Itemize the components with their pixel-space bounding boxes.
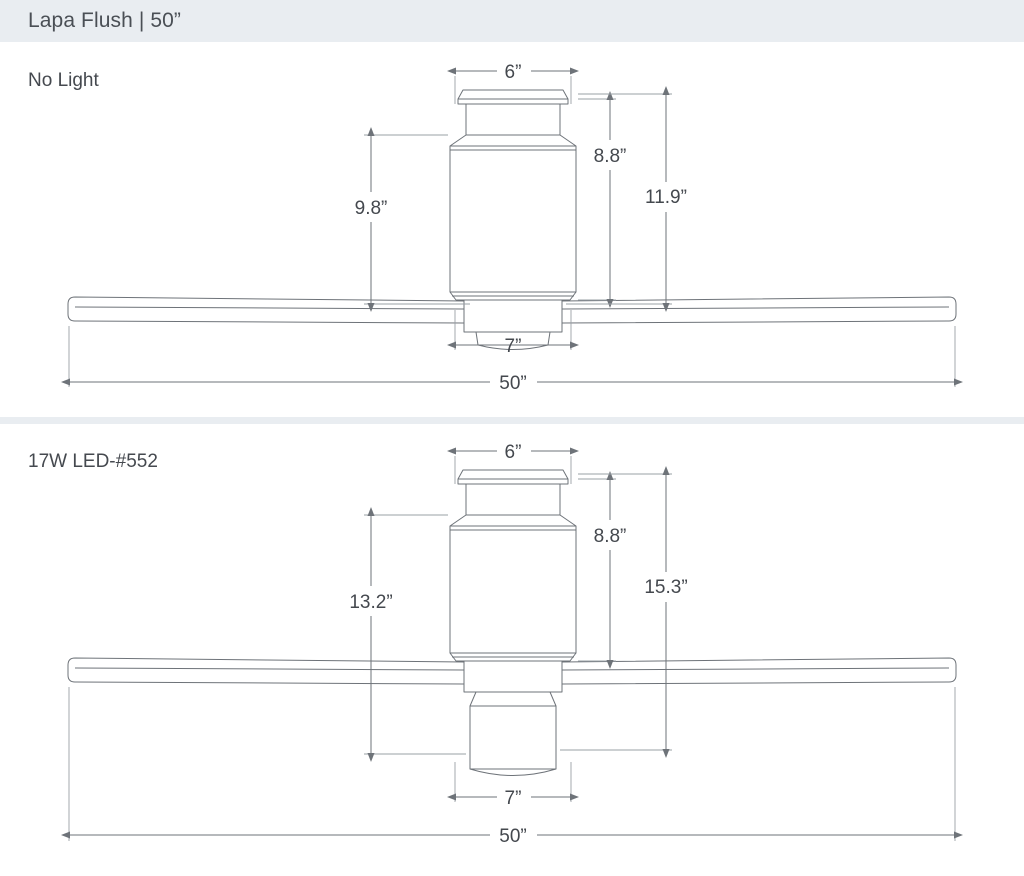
dimension-bottom-width: 7” — [447, 762, 579, 809]
dimension-bottom-width: 7” — [447, 310, 579, 357]
dimension-label-bottom-width: 7” — [505, 788, 522, 809]
dimension-housing-height: 8.8” — [578, 471, 627, 669]
dimension-label-top-width: 6” — [505, 62, 522, 83]
dimension-label-housing-height: 8.8” — [594, 526, 627, 547]
dimension-label-blade-span: 50” — [499, 373, 526, 394]
dimension-label-blade-span: 50” — [499, 826, 526, 847]
fan-body-outline — [449, 89, 577, 350]
dimension-housing-height: 8.8” — [578, 91, 627, 308]
dimension-label-top-width: 6” — [505, 442, 522, 463]
dimension-label-housing-height: 8.8” — [594, 146, 627, 167]
fan-blades — [67, 657, 957, 685]
dimension-label-overall-height: 11.9” — [645, 187, 687, 208]
dimension-overall-height: 15.3” — [560, 466, 688, 758]
dimension-top-width: 6” — [447, 442, 579, 484]
dimension-blade-span: 50” — [61, 326, 963, 394]
page-title: Lapa Flush | 50” — [28, 9, 181, 32]
dimension-label-overall-height: 15.3” — [644, 577, 687, 598]
dimension-label-left-height: 13.2” — [349, 592, 392, 613]
dimension-label-left-height: 9.8” — [355, 198, 388, 219]
panel-label-no-light: No Light — [28, 70, 99, 91]
dimension-left-height: 13.2” — [349, 507, 466, 762]
dimension-label-bottom-width: 7” — [505, 336, 522, 357]
fan-drawing-led: 6” 8.8” 15.3” 13.2” — [61, 442, 963, 847]
fan-body-outline — [449, 469, 577, 776]
header-band — [0, 0, 1024, 42]
fan-drawing-no-light: 6” 8.8” 11.9” 9.8” — [61, 62, 963, 394]
panel-label-led: 17W LED-#552 — [28, 451, 158, 472]
dimension-top-width: 6” — [447, 62, 579, 104]
panel-divider — [0, 417, 1024, 424]
dimension-overall-height: 11.9” — [566, 86, 687, 312]
dimension-left-height: 9.8” — [355, 127, 470, 312]
dimension-blade-span: 50” — [61, 687, 963, 847]
fan-blades — [67, 296, 957, 324]
